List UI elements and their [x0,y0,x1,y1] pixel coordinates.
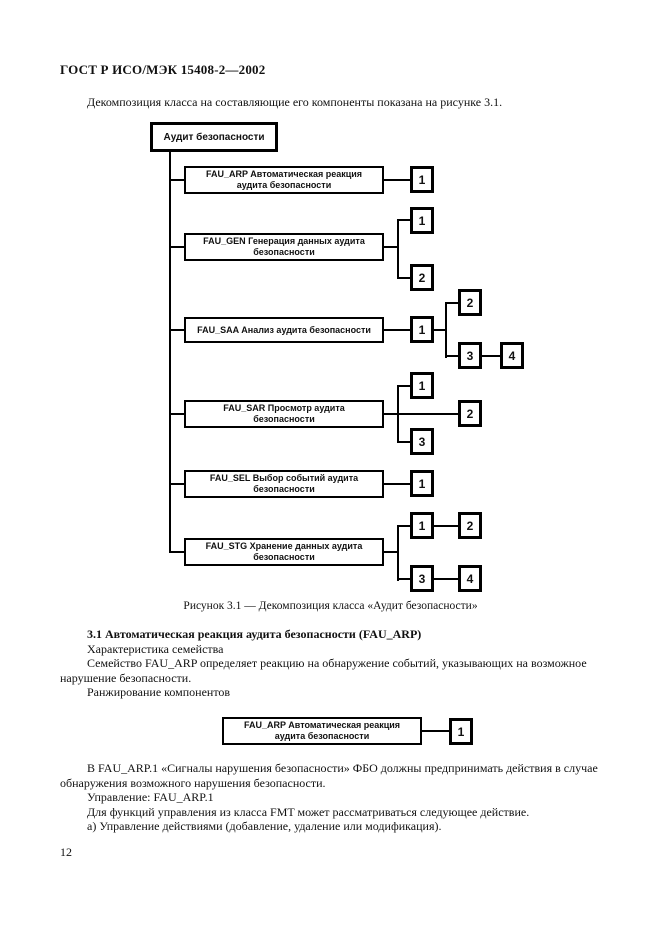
connector [169,179,184,181]
component-box: 3 [458,342,482,369]
component-box: 3 [410,565,434,592]
family-box-fau-saa: FAU_SAA Анализ аудита безопасности [184,317,384,343]
family-box-fau-arp: FAU_ARP Автоматическая реакция аудита бе… [184,166,384,194]
connector [434,329,446,331]
family-box-fau-sel: FAU_SEL Выбор событий аудита безопасност… [184,470,384,498]
connector [397,441,410,443]
characteristics-label: Характеристика семейства [87,641,224,656]
component-box: 1 [410,512,434,539]
connector [384,483,410,485]
component-box: 4 [500,342,524,369]
ranking-label: Ранжирование компонентов [87,685,231,700]
component-box: 2 [458,512,482,539]
component-box: 1 [410,316,434,343]
connector [397,219,399,279]
connector [422,730,449,732]
family-box-fau-sar: FAU_SAR Просмотр аудита безопасности [184,400,384,428]
component-box: 2 [410,264,434,291]
document-header: ГОСТ Р ИСО/МЭК 15408-2—2002 [60,62,266,77]
page-number: 12 [60,845,72,859]
family-box-fau-stg: FAU_STG Хранение данных аудита безопасно… [184,538,384,566]
connector [397,578,410,580]
connector [384,179,410,181]
connector [169,329,184,331]
paragraph: Для функций управления из класса FMT мож… [87,804,530,819]
connector [169,483,184,485]
component-box: 1 [410,372,434,399]
connector [397,525,410,527]
component-box: 1 [410,470,434,497]
component-box: 1 [410,166,434,193]
connector [397,385,410,387]
connector [445,302,447,358]
connector [397,385,399,443]
connector [169,246,184,248]
paragraph: Управление: FAU_ARP.1 [87,790,214,805]
connector [384,246,398,248]
connector [434,525,458,527]
component-box: 2 [458,400,482,427]
family-box-fau-gen: FAU_GEN Генерация данных аудита безопасн… [184,233,384,261]
paragraph: В FAU_ARP.1 «Сигналы нарушения безопасно… [60,761,598,790]
class-box: Аудит безопасности [150,122,278,152]
connector-spine [169,151,171,553]
intro-paragraph: Декомпозиция класса на составляющие его … [87,95,503,109]
connector [169,551,184,553]
ranking-family-box: FAU_ARP Автоматическая реакция аудита бе… [222,717,422,745]
connector [384,413,458,415]
component-box: 2 [458,289,482,316]
component-box: 4 [458,565,482,592]
connector [445,355,458,357]
section-heading: 3.1 Автоматическая реакция аудита безопа… [87,627,422,641]
paragraph: а) Управление действиями (добавление, уд… [87,819,442,834]
connector [169,413,184,415]
component-box: 3 [410,428,434,455]
section-3-1: 3.1 Автоматическая реакция аудита безопа… [60,627,605,700]
figure-caption: Рисунок 3.1 — Декомпозиция класса «Аудит… [183,600,478,612]
component-box: 1 [449,718,473,745]
connector [384,329,410,331]
connector [397,525,399,581]
connector [445,302,458,304]
connector [482,355,500,357]
connector [434,578,458,580]
connector [384,551,398,553]
connector [397,219,410,221]
component-box: 1 [410,207,434,234]
connector [397,277,410,279]
family-description: Семейство FAU_ARP определяет реакцию на … [60,656,587,685]
component-description-block: В FAU_ARP.1 «Сигналы нарушения безопасно… [60,761,605,834]
